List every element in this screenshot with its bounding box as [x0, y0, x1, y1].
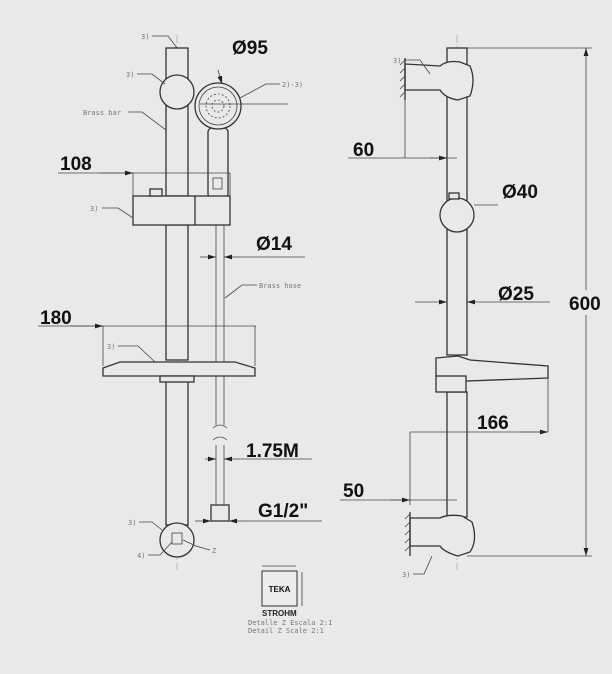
callout-holder: 3) [90, 205, 98, 213]
side-view: 60 Ø40 Ø25 600 166 50 3) 3) [340, 35, 601, 579]
front-view: Ø95 108 Ø14 180 1.75M G1/2" 3) 3) Brass … [38, 33, 322, 570]
callout-dish: 3) [107, 343, 115, 351]
callout-bottom: 3) [128, 519, 136, 527]
callout-detail-z: Z [212, 547, 216, 555]
slide-bar-upper [165, 47, 189, 197]
hose-nut [210, 504, 230, 522]
slide-bar-lower [165, 379, 189, 526]
detail-caption-es: Detalle Z Escala 2:1 [248, 619, 332, 627]
shower-hose [215, 225, 225, 505]
brand-label: STROHM [262, 609, 297, 618]
dim-height: 600 [569, 294, 601, 315]
callout-head: 2)-3) [282, 81, 303, 89]
detail-z: TEKA STROHM Detalle Z Escala 2:1 Detail … [248, 565, 332, 635]
callout-brass-bar: Brass bar [83, 109, 121, 117]
dim-offset: 60 [353, 140, 374, 161]
dim-head-diameter: Ø95 [232, 38, 268, 59]
dim-hose-length: 1.75M [246, 441, 299, 462]
side-callout-bottom: 3) [402, 571, 410, 579]
side-ball [439, 197, 475, 233]
dim-dish-depth: 166 [477, 413, 509, 434]
hand-shower [194, 82, 242, 199]
dim-thread: G1/2" [258, 501, 308, 522]
dim-holder-width: 108 [60, 154, 92, 175]
side-callout-top: 3) [393, 57, 401, 65]
top-wall-bracket [404, 60, 474, 101]
dim-ball-diameter: Ø40 [502, 182, 538, 203]
teka-logo-badge [261, 570, 298, 607]
dim-bar-diameter: Ø25 [498, 284, 534, 305]
callout-ball: 3) [126, 71, 134, 79]
slide-bar-middle [165, 224, 189, 361]
detail-caption-en: Detail Z Scale 2:1 [248, 627, 324, 635]
bottom-bracket-ball [159, 522, 195, 558]
bottom-wall-bracket [409, 514, 476, 557]
teka-logo: TEKA [269, 585, 291, 594]
top-bracket-ball [159, 74, 195, 110]
dim-hose-diameter: Ø14 [256, 234, 292, 255]
side-bar-lower [446, 391, 468, 518]
soap-dish [102, 361, 256, 377]
callout-cap: 4) [137, 552, 145, 560]
shower-holder [132, 195, 231, 226]
dim-dish-width: 180 [40, 308, 72, 329]
dim-bottom-offset: 50 [343, 481, 364, 502]
callout-top: 3) [141, 33, 149, 41]
callout-brass-hose: Brass hose [259, 282, 301, 290]
